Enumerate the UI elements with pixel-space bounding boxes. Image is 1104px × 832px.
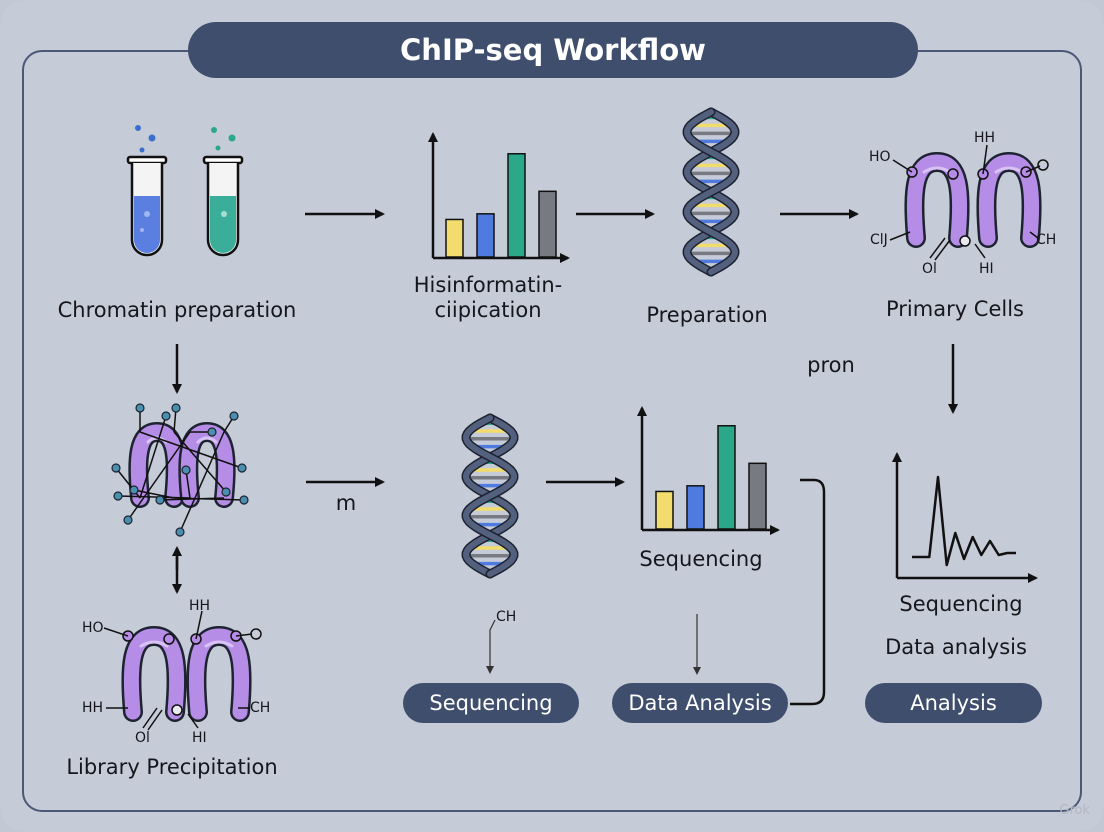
label-m: m [335,491,357,515]
label-pron: pron [807,353,855,377]
library-molecule-icon [103,610,262,731]
mol-library-hi: HI [192,730,207,746]
mol-primary-ho: HO [869,149,891,165]
label-sequencing-peaks: Sequencing [899,592,1023,616]
mol-library-ch: CH [250,700,271,716]
bar-3 [507,153,526,258]
test-tubes-icon [126,125,244,257]
tube-green-icon [202,127,244,257]
bar-chart-1 [428,132,570,263]
mol-primary-hh: HH [974,130,996,146]
primary-cells-molecule-icon [889,144,1049,261]
protein-cluster-icon [111,403,249,537]
label-data-analysis: Data analysis [885,635,1027,659]
mol-library-hh2: HH [82,700,104,716]
bar-4 [538,190,557,258]
label-sequencing-chart: Sequencing [639,547,763,571]
label-hisinformatin-line1: Hisinformatin- [413,273,563,297]
peak-chart [892,452,1038,583]
label-primary-cells: Primary Cells [885,297,1025,321]
dna-helix-2-icon [461,413,519,579]
small-arrow-ch [486,619,496,674]
sequencing-button[interactable]: Sequencing [403,683,579,723]
label-library-precipitation: Library Precipitation [66,755,278,779]
bar-1 [655,490,674,530]
dna-helix-icon [682,107,740,277]
mol-primary-ol: Ol [922,261,937,277]
mol-primary-clj: ClJ [870,232,888,248]
bar-chart-2 [637,406,780,535]
bar-2 [476,213,495,258]
label-chromatin-preparation: Chromatin preparation [57,298,297,322]
mol-primary-hi: HI [979,261,994,277]
bar-3 [717,425,736,530]
mol-library-hh: HH [189,598,211,614]
mol-library-ho: HO [82,620,104,636]
bar-2 [686,485,705,530]
diagram-title: ChIP-seq Workflow [188,22,918,78]
label-hisinformatin-line2: ciipication [434,298,542,322]
mol-library-ol: Ol [135,730,150,746]
tube-blue-icon [126,125,168,257]
label-preparation: Preparation [646,303,768,327]
data-analysis-button[interactable]: Data Analysis [612,683,788,723]
mol-primary-ch: CH [1036,232,1057,248]
bar-1 [445,218,464,258]
bar-4 [748,462,767,530]
label-ch-small: CH [496,609,517,625]
watermark: Grok [1059,803,1090,818]
bracket [790,478,826,706]
analysis-button[interactable]: Analysis [865,683,1042,723]
